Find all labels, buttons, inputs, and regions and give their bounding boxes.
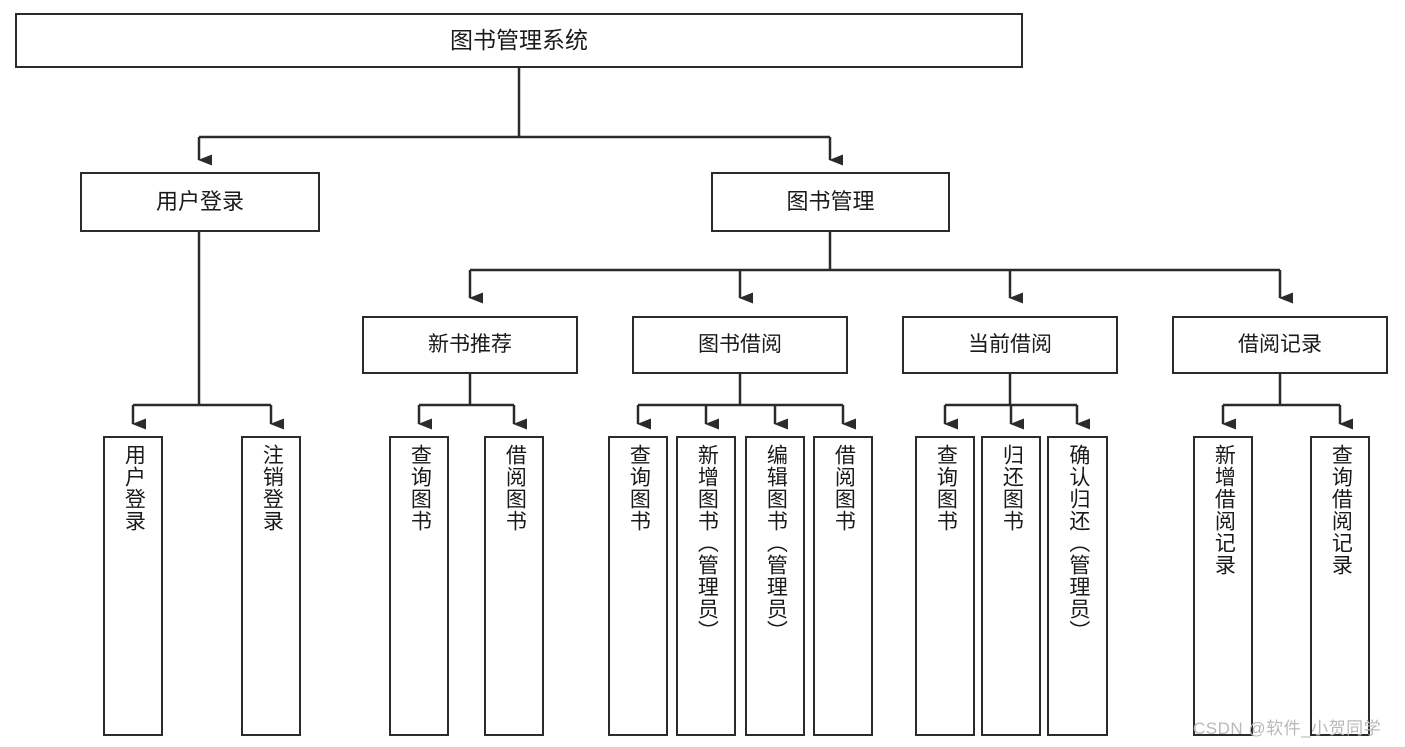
node-new-book-recommend[interactable]: 新书推荐 bbox=[362, 316, 578, 374]
node-label: 编辑图书（管理员） bbox=[764, 444, 788, 642]
node-root-book-management-system[interactable]: 图书管理系统 bbox=[15, 13, 1023, 68]
node-leaf-confirm-return[interactable]: 确认归还（管理员） bbox=[1047, 436, 1108, 736]
node-label: 查询图书 bbox=[408, 444, 432, 532]
node-leaf-logout[interactable]: 注销登录 bbox=[241, 436, 301, 736]
node-label: 用户登录 bbox=[155, 189, 244, 215]
node-label: 查询图书 bbox=[627, 444, 651, 532]
node-label: 图书管理 bbox=[786, 189, 875, 215]
node-label: 归还图书 bbox=[1000, 444, 1024, 532]
node-book-borrow[interactable]: 图书借阅 bbox=[632, 316, 848, 374]
node-leaf-query-book-2[interactable]: 查询图书 bbox=[608, 436, 668, 736]
node-label: 借阅图书 bbox=[503, 444, 527, 532]
node-book-management[interactable]: 图书管理 bbox=[711, 172, 950, 232]
node-leaf-return-book[interactable]: 归还图书 bbox=[981, 436, 1041, 736]
node-label: 图书管理系统 bbox=[450, 26, 588, 53]
node-label: 查询借阅记录 bbox=[1329, 444, 1353, 576]
node-leaf-add-record[interactable]: 新增借阅记录 bbox=[1193, 436, 1253, 736]
node-borrow-record[interactable]: 借阅记录 bbox=[1172, 316, 1388, 374]
node-leaf-query-book-3[interactable]: 查询图书 bbox=[915, 436, 975, 736]
node-leaf-query-record[interactable]: 查询借阅记录 bbox=[1310, 436, 1370, 736]
node-leaf-query-book-1[interactable]: 查询图书 bbox=[389, 436, 449, 736]
node-label: 新增图书（管理员） bbox=[695, 444, 719, 642]
node-label: 借阅图书 bbox=[832, 444, 856, 532]
node-leaf-edit-book[interactable]: 编辑图书（管理员） bbox=[745, 436, 805, 736]
node-leaf-user-login[interactable]: 用户登录 bbox=[103, 436, 163, 736]
node-label: 新书推荐 bbox=[428, 332, 512, 356]
node-label: 用户登录 bbox=[122, 444, 146, 532]
node-label: 当前借阅 bbox=[968, 332, 1052, 356]
node-leaf-borrow-book-1[interactable]: 借阅图书 bbox=[484, 436, 544, 736]
node-label: 新增借阅记录 bbox=[1212, 444, 1236, 576]
node-label: 确认归还（管理员） bbox=[1066, 444, 1090, 642]
node-leaf-add-book[interactable]: 新增图书（管理员） bbox=[676, 436, 736, 736]
csdn-watermark: CSDN @软件_小贺同学 bbox=[1193, 719, 1382, 738]
node-user-login[interactable]: 用户登录 bbox=[80, 172, 320, 232]
node-label: 查询图书 bbox=[934, 444, 958, 532]
node-label: 图书借阅 bbox=[698, 332, 782, 356]
node-leaf-borrow-book-2[interactable]: 借阅图书 bbox=[813, 436, 873, 736]
node-label: 注销登录 bbox=[260, 444, 284, 532]
node-current-borrow[interactable]: 当前借阅 bbox=[902, 316, 1118, 374]
node-label: 借阅记录 bbox=[1238, 332, 1322, 356]
